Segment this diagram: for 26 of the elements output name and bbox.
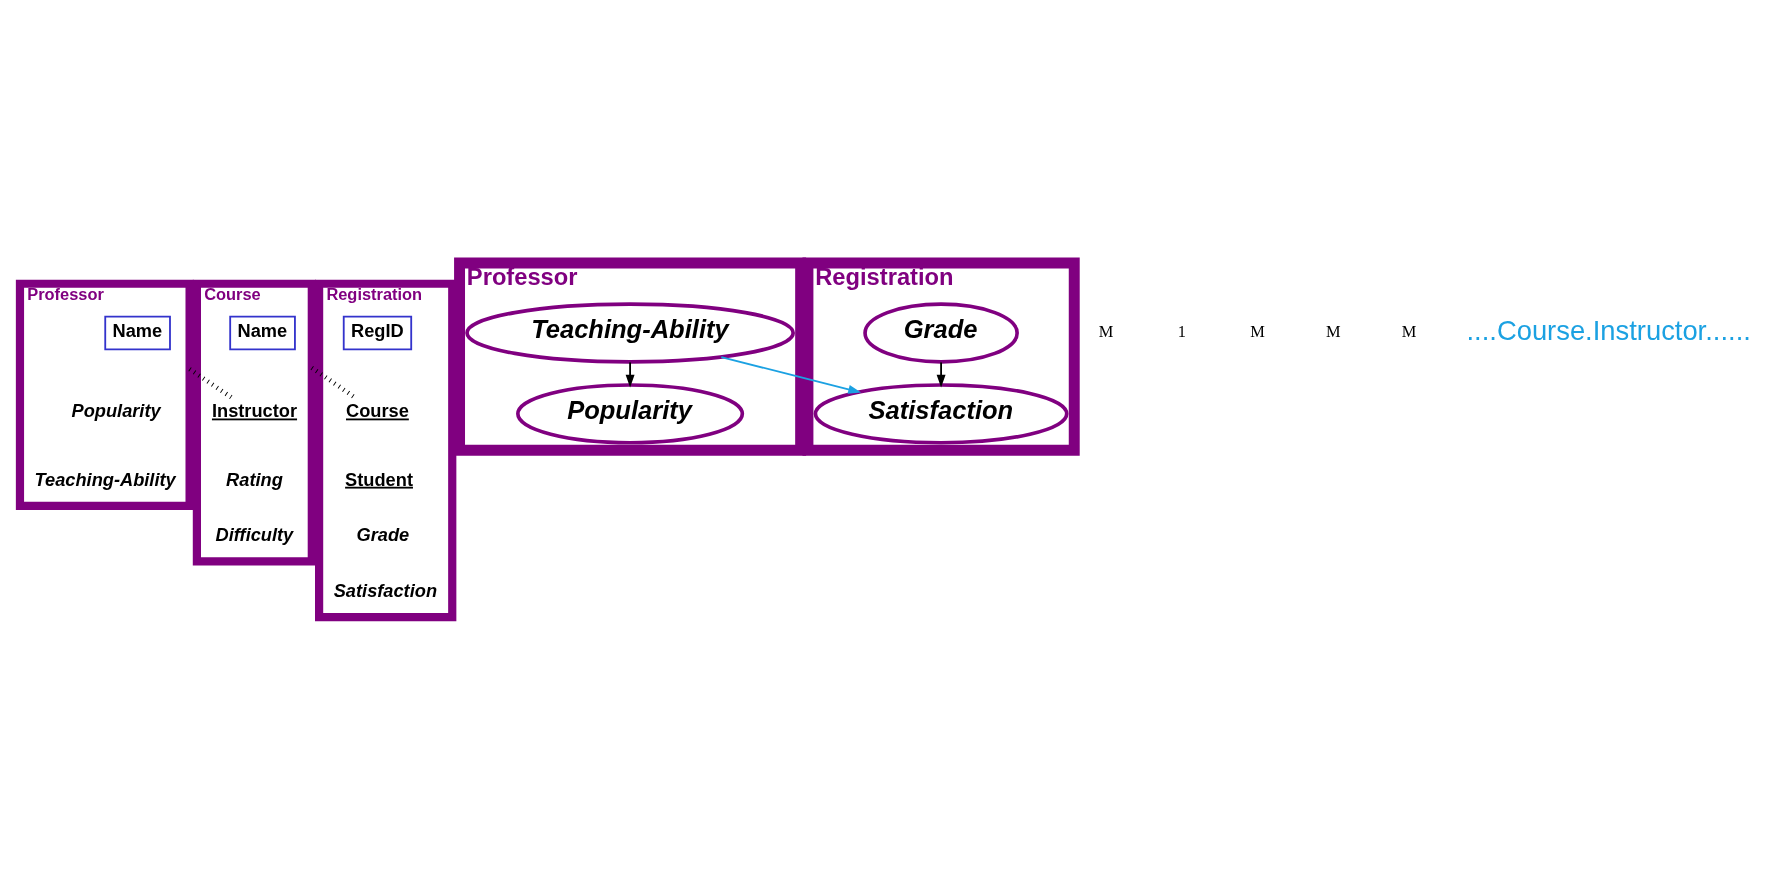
node-text: Student bbox=[345, 468, 413, 490]
arrow bbox=[936, 361, 946, 387]
node-ellipse: Teaching-Ability bbox=[465, 301, 795, 364]
arrow bbox=[625, 361, 635, 387]
connector bbox=[310, 365, 357, 399]
node-box: RegID bbox=[342, 315, 413, 350]
node-box: Name bbox=[104, 315, 171, 350]
label: M bbox=[1098, 321, 1114, 341]
node-text: Teaching-Ability bbox=[34, 468, 176, 490]
label: 1 bbox=[1177, 321, 1186, 341]
node-text: Instructor bbox=[211, 399, 298, 421]
node-text: Satisfaction bbox=[333, 579, 438, 601]
node-text: Course bbox=[346, 399, 409, 421]
label: M bbox=[1250, 321, 1265, 341]
label: ....Course.Instructor...... bbox=[1466, 314, 1751, 346]
label: M bbox=[1325, 321, 1341, 341]
node-ellipse: Grade bbox=[863, 301, 1019, 364]
node-text: Grade bbox=[356, 523, 410, 545]
arrow bbox=[720, 355, 862, 394]
node-text: Rating bbox=[226, 468, 283, 490]
node-box: Name bbox=[229, 315, 296, 350]
connector bbox=[188, 366, 233, 399]
node-text: Difficulty bbox=[215, 523, 294, 545]
node-text: Popularity bbox=[71, 399, 161, 421]
label: M bbox=[1401, 321, 1417, 341]
node-ellipse: Popularity bbox=[516, 382, 745, 445]
